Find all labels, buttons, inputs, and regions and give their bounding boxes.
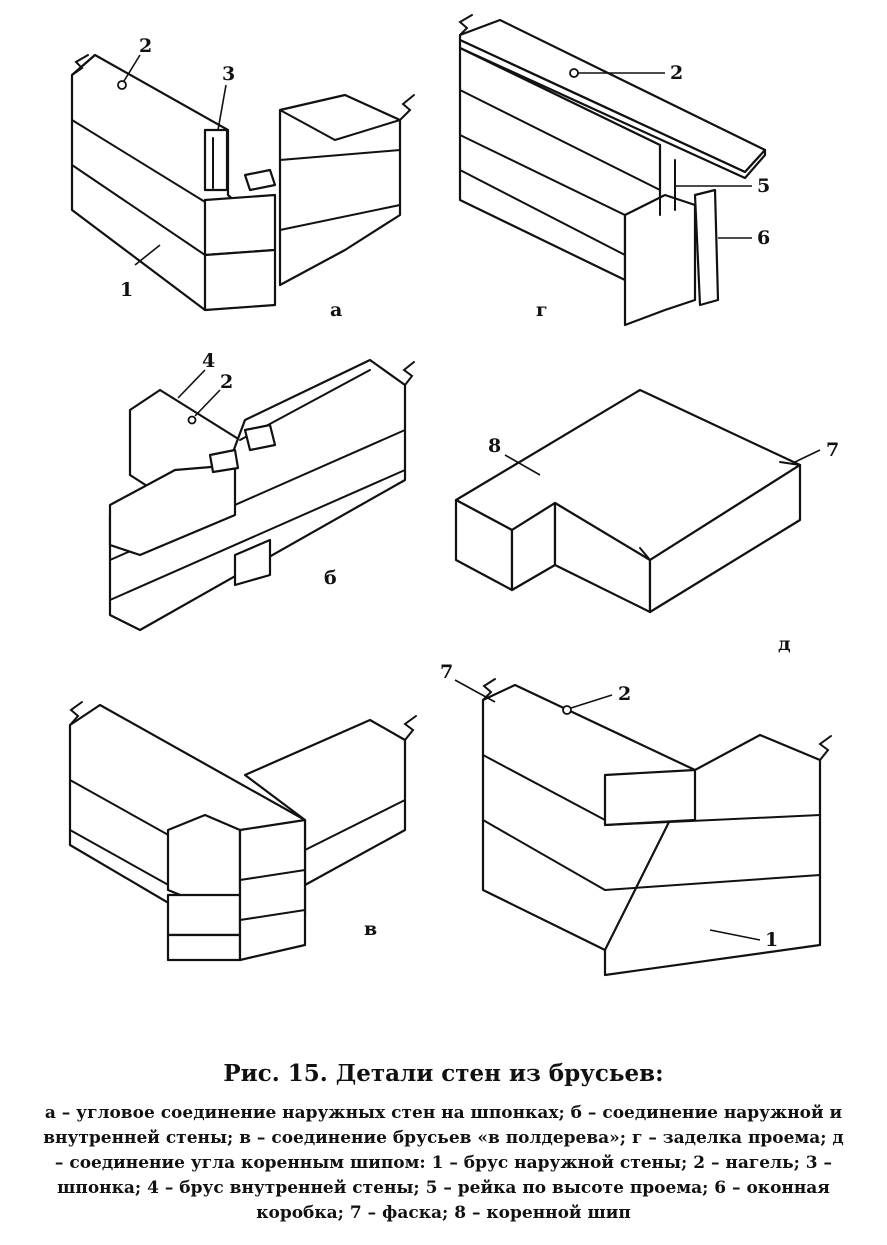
panel-e-end [603,768,697,827]
panel-g-letter: г [536,299,548,321]
panel-v-post-mid [166,893,242,937]
panel-b-key-2 [208,448,240,474]
panel-e-label-2: 2 [618,683,631,705]
panel-a-label-3: 3 [222,63,235,85]
panel-g-label-6: 6 [757,227,770,249]
panel-a-end-bottom [203,248,277,312]
panel-b-letter: б [324,567,337,589]
panel-d-letter: д [778,633,791,655]
panel-v-letter: в [364,918,377,940]
panel-a-letter: а [330,299,342,321]
panel-b-dowel [187,415,197,425]
panel-e: 7 2 1 [440,661,832,977]
panel-d-label-7: 7 [826,439,839,461]
panel-e-label-1: 1 [765,929,778,951]
panel-b-end-top [108,463,237,557]
panel-a-key [203,128,229,192]
panel-a-label-1: 1 [120,279,133,301]
figure-caption: Рис. 15. Детали стен из брусьев: а – угл… [40,1060,847,1226]
panel-g: 2 5 6 г [458,14,770,327]
panel-e-label-7: 7 [440,661,453,683]
panel-b-label-2: 2 [220,371,233,393]
panel-v-post-top [166,813,242,907]
panel-g-frame-side [693,188,720,307]
caption-title: Рис. 15. Детали стен из брусьев: [223,1060,664,1087]
panel-b: 4 2 б [108,350,415,632]
panel-a-end-top [203,193,277,257]
figure: 2 3 1 а 2 5 6 г [68,14,839,977]
panel-g-label-5: 5 [757,175,770,197]
panel-g-dowel [569,68,579,78]
figure-drawing: 2 3 1 а 2 5 6 г [68,14,839,977]
panel-b-end-mid [233,538,272,587]
panel-d-body-side [648,463,802,614]
panel-v-post-bottom [166,933,242,962]
panel-v: в [68,701,417,962]
panel-a: 2 3 1 а [70,35,415,321]
caption-text: а – угловое соединение наружных стен на … [43,1103,844,1223]
panel-d-label-8: 8 [488,435,501,457]
panel-e-right-wall [603,733,822,977]
panel-d: 8 7 д [454,388,839,655]
panel-a-right-wall [278,93,402,287]
panel-g-label-2: 2 [670,62,683,84]
panel-e-dowel [562,705,572,715]
panel-b-label-4: 4 [202,350,215,372]
panel-b-key [243,423,277,452]
panel-g-window-frame [623,193,697,327]
panel-a-key-slot [243,168,277,192]
panel-a-dowel [117,80,127,90]
panel-v-end [238,818,307,962]
panel-a-label-2: 2 [139,35,152,57]
